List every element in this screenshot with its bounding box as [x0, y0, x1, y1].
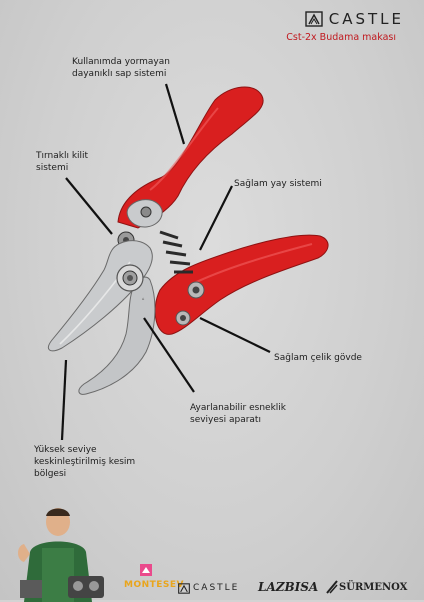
surmenox-logo-icon	[326, 580, 338, 594]
montesev-logo-icon	[140, 564, 152, 576]
lower-handle	[154, 234, 329, 335]
lazbisa-logo: LAZBISA	[258, 580, 319, 594]
product-title: Cst-2x Budama makası	[286, 32, 396, 43]
mechanic-figure	[18, 508, 104, 602]
spring-coil	[159, 230, 193, 274]
leader-lines	[60, 83, 271, 441]
surmenox-logo: SÜRMENOX	[339, 582, 408, 593]
callout-handle-system: Kullanımda yormayan dayanıklı sap sistem…	[72, 57, 170, 79]
brand-header: CASTLE Cst-2x Budama makası	[286, 10, 404, 43]
brand-name: CASTLE	[328, 10, 404, 28]
callout-body: Sağlam çelik gövde	[274, 353, 362, 363]
castle-footer-logo-icon	[178, 583, 190, 594]
footer-logos: MONTESEV CASTLE LAZBISA SÜRMENOX	[0, 500, 424, 602]
callout-lock: Tırnaklı kilit sistemi	[36, 151, 89, 173]
castle-logo-icon	[305, 11, 323, 27]
montesev-logo: MONTESEV	[124, 580, 185, 590]
castle-footer-logo: CASTLE	[193, 583, 240, 593]
callout-adjuster: Ayarlanabilir esneklik seviyesi aparatı	[190, 403, 286, 425]
callout-blade: Yüksek seviye keskinleştirilmiş kesim bö…	[34, 445, 136, 479]
callout-spring: Sağlam yay sistemi	[234, 179, 322, 189]
upper-handle	[117, 86, 264, 229]
svg-text:⌂: ⌂	[142, 296, 145, 301]
